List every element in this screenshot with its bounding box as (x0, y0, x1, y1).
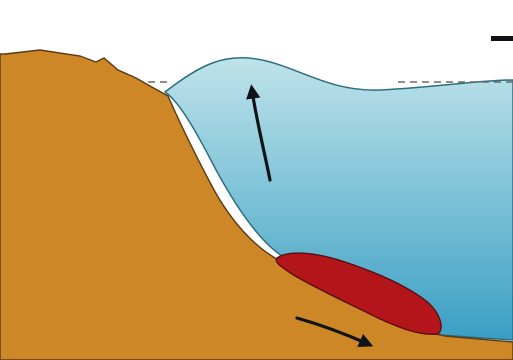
minus-icon (491, 36, 513, 41)
